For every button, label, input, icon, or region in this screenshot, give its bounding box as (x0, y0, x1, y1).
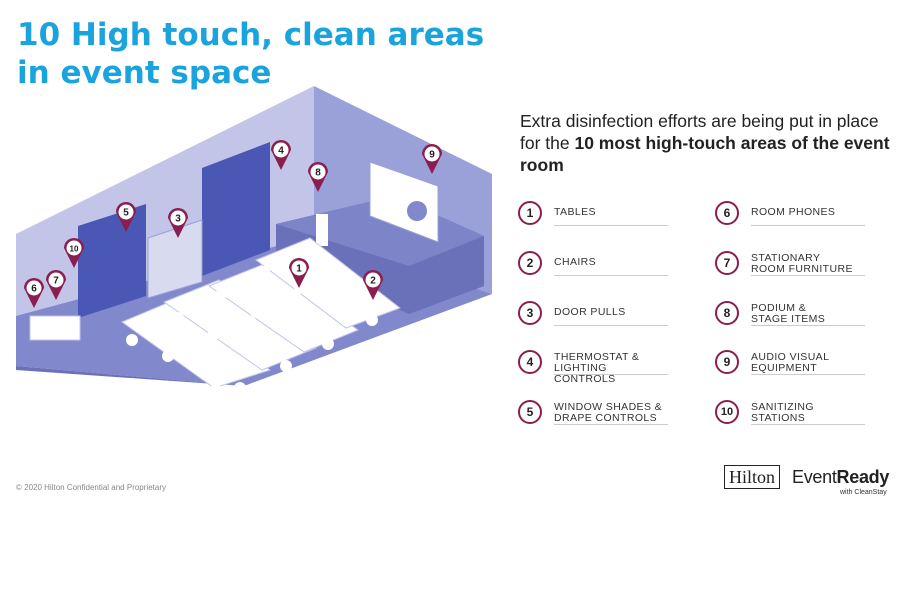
item-label-line: CHAIRS (554, 256, 597, 268)
item-label-line: STATIONARY (751, 252, 821, 264)
number-badge: 9 (715, 350, 739, 374)
intro-plain: Extra disinfection efforts are being put… (520, 111, 879, 153)
pin-number: 2 (370, 276, 376, 287)
number-badge: 4 (518, 350, 542, 374)
title-line-2: in event space (17, 55, 272, 91)
item-label: DOOR PULLS (554, 307, 668, 318)
list-item: 8 PODIUM &STAGE ITEMS (715, 298, 885, 328)
logo-event: Event (792, 467, 837, 487)
pin-4: 4 (271, 140, 291, 170)
title-line-1: 10 High touch, clean areas (17, 17, 485, 53)
item-divider (554, 275, 668, 276)
pin-number: 10 (70, 245, 79, 254)
item-label-line: ROOM FURNITURE (751, 263, 853, 275)
item-label-line: THERMOSTAT & (554, 351, 640, 363)
number-badge: 8 (715, 301, 739, 325)
item-label-line: STATIONS (751, 412, 806, 424)
pin-number: 4 (278, 146, 284, 157)
item-divider (751, 424, 865, 425)
item-divider (751, 275, 865, 276)
item-label: CHAIRS (554, 257, 668, 268)
pin-number: 8 (315, 168, 321, 179)
item-label-line: DOOR PULLS (554, 306, 626, 318)
cleanstay-tagline: with CleanStay (840, 489, 887, 496)
pin-2: 2 (363, 270, 383, 300)
logo-ready: Ready (836, 467, 890, 487)
item-divider (554, 325, 668, 326)
pin-7: 7 (46, 270, 66, 300)
hilton-eventready-logo: Hilton EventReady with CleanStay (724, 465, 894, 500)
item-label-line: STAGE ITEMS (751, 313, 826, 325)
item-divider (751, 374, 865, 375)
number-badge: 5 (518, 400, 542, 424)
event-room-illustration: 1 2 3 4 5 6 7 8 9 10 (16, 86, 492, 386)
eventready-wordmark: EventReady (792, 467, 889, 487)
item-label-line: PODIUM & (751, 302, 807, 314)
item-label-line: LIGHTING CONTROLS (554, 362, 616, 385)
pin-9: 9 (422, 144, 442, 174)
pin-8: 8 (308, 162, 328, 192)
page-title: 10 High touch, clean areas in event spac… (17, 16, 517, 92)
pin-5: 5 (116, 202, 136, 232)
number-badge: 6 (715, 201, 739, 225)
list-item: 6 ROOM PHONES (715, 198, 885, 228)
copyright-footer: © 2020 Hilton Confidential and Proprieta… (16, 483, 166, 492)
list-item: 3 DOOR PULLS (518, 298, 688, 328)
item-label-line: TABLES (554, 206, 596, 218)
list-item: 4 THERMOSTAT &LIGHTING CONTROLS (518, 347, 688, 385)
number-badge: 7 (715, 251, 739, 275)
list-item: 5 WINDOW SHADES &DRAPE CONTROLS (518, 397, 688, 427)
item-label-line: EQUIPMENT (751, 362, 818, 374)
pin-3: 3 (167, 207, 188, 238)
item-divider (554, 424, 668, 425)
item-divider (554, 225, 668, 226)
item-label: THERMOSTAT &LIGHTING CONTROLS (554, 352, 668, 385)
pin-6: 6 (24, 278, 44, 308)
item-label-line: ROOM PHONES (751, 206, 836, 218)
list-item: 2 CHAIRS (518, 248, 688, 278)
item-divider (554, 374, 668, 375)
list-item: 1 TABLES (518, 198, 688, 228)
intro-bold: 10 most high-touch areas of the event ro… (520, 133, 890, 175)
item-label: TABLES (554, 207, 668, 218)
pin-number: 3 (175, 214, 181, 225)
pin-10: 10 (64, 238, 84, 268)
item-label-line: SANITIZING (751, 401, 814, 413)
intro-text: Extra disinfection efforts are being put… (520, 110, 900, 176)
pin-1: 1 (289, 258, 309, 288)
pin-number: 9 (429, 150, 435, 161)
pin-number: 1 (296, 264, 302, 275)
hilton-wordmark: Hilton (724, 465, 781, 489)
number-badge: 3 (518, 301, 542, 325)
number-badge: 1 (518, 201, 542, 225)
item-divider (751, 225, 865, 226)
item-label: ROOM PHONES (751, 207, 865, 218)
pin-number: 7 (53, 276, 59, 287)
number-badge: 2 (518, 251, 542, 275)
pin-number: 5 (123, 208, 129, 219)
item-label: PODIUM &STAGE ITEMS (751, 303, 865, 325)
item-label-line: DRAPE CONTROLS (554, 412, 658, 424)
item-label-line: AUDIO VISUAL (751, 351, 830, 363)
item-divider (751, 325, 865, 326)
item-label: WINDOW SHADES &DRAPE CONTROLS (554, 402, 668, 424)
item-label-line: WINDOW SHADES & (554, 401, 663, 413)
pin-number: 6 (31, 284, 37, 295)
number-badge: 10 (715, 400, 739, 424)
